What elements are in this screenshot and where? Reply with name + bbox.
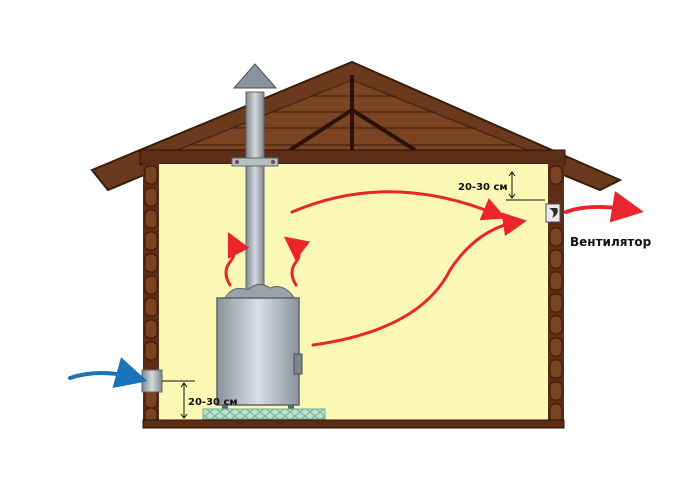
inlet-pipe bbox=[141, 369, 163, 393]
chimney-cap-icon bbox=[232, 63, 278, 89]
floor-gap-label: 20-30 см bbox=[188, 397, 238, 408]
hot-air-flow bbox=[290, 190, 527, 347]
right-log-wall bbox=[548, 162, 564, 425]
ceiling-gap-label: 20-30 см bbox=[458, 182, 508, 193]
floor bbox=[142, 419, 565, 429]
fan-label: Вентилятор bbox=[570, 235, 652, 249]
blue-arrow-icon bbox=[68, 357, 148, 389]
floor-dimension-marker bbox=[162, 380, 195, 419]
stove bbox=[216, 284, 303, 411]
ceiling-dimension-marker bbox=[506, 171, 545, 201]
stone-floor-pad bbox=[202, 408, 326, 420]
red-wavy-arrow-icon bbox=[224, 231, 311, 287]
red-arrow-icon bbox=[564, 190, 644, 223]
fan-icon bbox=[545, 203, 561, 223]
